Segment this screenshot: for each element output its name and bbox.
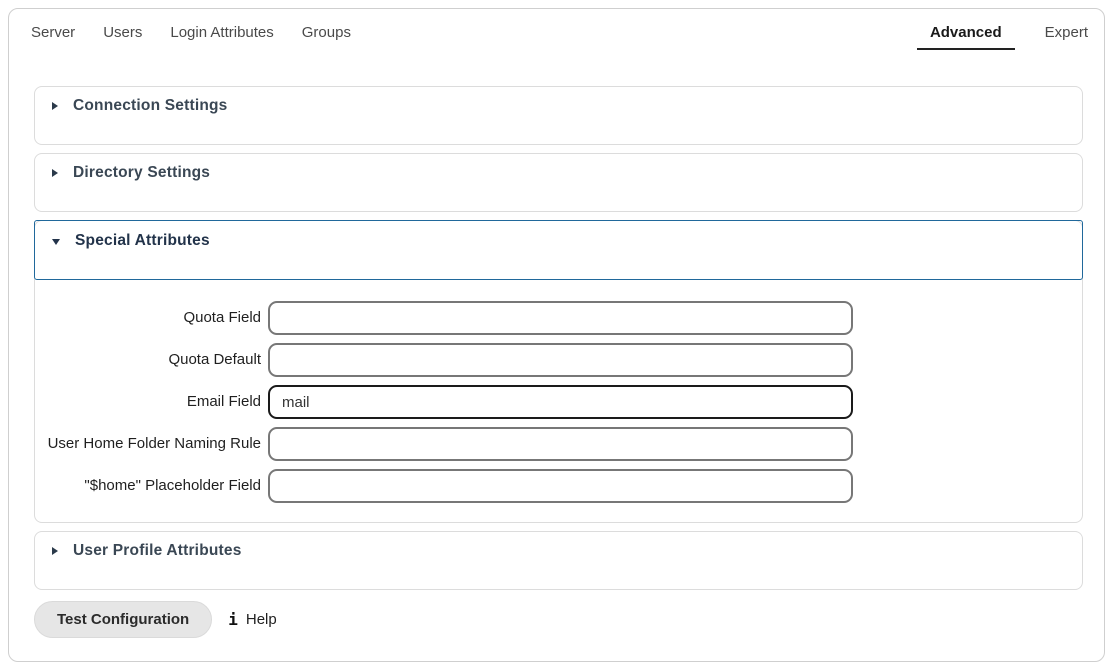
quota-field-input[interactable] xyxy=(268,301,853,335)
section-title: Connection Settings xyxy=(73,97,228,114)
tab-server[interactable]: Server xyxy=(31,24,76,41)
email-field-label: Email Field xyxy=(186,393,261,410)
field-row-quota-field: Quota Field xyxy=(35,301,1082,335)
home-naming-rule-label: User Home Folder Naming Rule xyxy=(47,435,261,452)
triangle-right-icon xyxy=(52,169,58,177)
ldap-settings-page: Server Users Login Attributes Groups Adv… xyxy=(8,8,1105,662)
footer-actions: Test Configuration i Help xyxy=(34,601,1104,638)
section-user-profile-attributes-header[interactable]: User Profile Attributes xyxy=(35,532,1082,570)
section-title: User Profile Attributes xyxy=(73,542,242,559)
triangle-right-icon xyxy=(52,102,58,110)
info-icon: i xyxy=(228,610,238,629)
test-configuration-button[interactable]: Test Configuration xyxy=(34,601,213,638)
tab-users[interactable]: Users xyxy=(103,24,143,41)
tab-expert[interactable]: Expert xyxy=(1044,24,1088,41)
tab-bar: Server Users Login Attributes Groups Adv… xyxy=(9,9,1104,50)
section-directory-settings-header[interactable]: Directory Settings xyxy=(35,154,1082,192)
special-attributes-form: Quota Field Quota Default Email Field Us… xyxy=(35,279,1082,522)
mode-tabs: Advanced Expert xyxy=(916,24,1088,50)
section-connection-settings: Connection Settings xyxy=(34,86,1083,145)
triangle-down-icon xyxy=(52,239,60,245)
tab-advanced[interactable]: Advanced xyxy=(916,24,1015,50)
home-placeholder-input[interactable] xyxy=(268,469,853,503)
triangle-right-icon xyxy=(52,547,58,555)
section-title: Special Attributes xyxy=(75,232,210,249)
tab-groups[interactable]: Groups xyxy=(301,24,351,41)
field-row-quota-default: Quota Default xyxy=(35,343,1082,377)
section-directory-settings: Directory Settings xyxy=(34,153,1083,212)
field-row-home-naming-rule: User Home Folder Naming Rule xyxy=(35,427,1082,461)
config-tabs: Server Users Login Attributes Groups xyxy=(31,24,351,48)
section-title: Directory Settings xyxy=(73,164,211,181)
section-user-profile-attributes: User Profile Attributes xyxy=(34,531,1083,590)
home-placeholder-label: "$home" Placeholder Field xyxy=(84,477,261,494)
section-special-attributes: Special Attributes Quota Field Quota Def… xyxy=(34,220,1083,523)
settings-sections: Connection Settings Directory Settings S… xyxy=(34,86,1083,590)
help-label: Help xyxy=(245,611,277,628)
section-connection-settings-header[interactable]: Connection Settings xyxy=(35,87,1082,125)
section-special-attributes-header[interactable]: Special Attributes xyxy=(34,220,1083,280)
home-naming-rule-input[interactable] xyxy=(268,427,853,461)
tab-login-attributes[interactable]: Login Attributes xyxy=(170,24,274,41)
quota-default-label: Quota Default xyxy=(168,351,261,368)
quota-default-input[interactable] xyxy=(268,343,853,377)
email-field-input[interactable] xyxy=(268,385,853,419)
quota-field-label: Quota Field xyxy=(183,309,261,326)
field-row-home-placeholder: "$home" Placeholder Field xyxy=(35,469,1082,503)
field-row-email-field: Email Field xyxy=(35,385,1082,419)
help-link[interactable]: i Help xyxy=(228,610,277,629)
